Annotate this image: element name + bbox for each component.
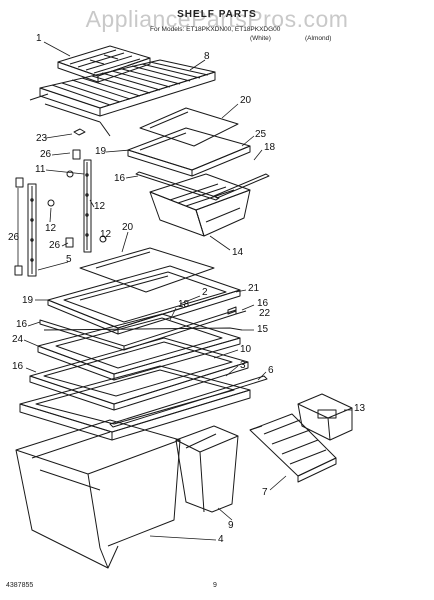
crisper-frame bbox=[19, 365, 251, 441]
callout-18-upper: 18 bbox=[264, 142, 276, 153]
callout-12-left: 12 bbox=[45, 223, 57, 234]
callout-20-upper: 20 bbox=[240, 95, 252, 106]
callout-16-lower: 16 bbox=[12, 361, 24, 372]
callout-9: 9 bbox=[228, 520, 234, 531]
callout-26-left: 26 bbox=[8, 232, 20, 243]
screw-part-12-c bbox=[66, 170, 74, 178]
bracket-part-26-left-top bbox=[15, 177, 24, 188]
bracket-part-26-top bbox=[72, 149, 81, 160]
callout-6: 6 bbox=[268, 365, 274, 376]
crisper-cover-frame-part-24 bbox=[37, 313, 241, 381]
screw-part-12-b bbox=[99, 235, 107, 243]
callout-25: 25 bbox=[255, 129, 267, 140]
bracket-part-26-left-bottom bbox=[14, 265, 23, 276]
callout-22: 22 bbox=[259, 308, 271, 319]
callout-1: 1 bbox=[36, 33, 42, 44]
callout-8: 8 bbox=[204, 51, 210, 62]
diagram-title: SHELF PARTS bbox=[177, 9, 257, 20]
model-list: For Models: ET18PKXDN00, ET18PKXDG00 bbox=[150, 26, 281, 33]
rail-part-16-upper bbox=[135, 171, 220, 201]
clip-part-23 bbox=[73, 128, 86, 136]
callout-24: 24 bbox=[12, 334, 24, 345]
callout-11: 11 bbox=[35, 164, 46, 175]
callout-15: 15 bbox=[257, 324, 269, 335]
document-number: 4387855 bbox=[6, 582, 34, 589]
callout-20-lower: 20 bbox=[122, 222, 134, 233]
shelf-rail-part-5 bbox=[27, 183, 37, 277]
glass-part-2 bbox=[63, 271, 227, 323]
door-bin-part-13 bbox=[297, 393, 353, 441]
callout-12-rail: 12 bbox=[94, 201, 106, 212]
callout-23: 23 bbox=[36, 133, 48, 144]
callout-10: 10 bbox=[240, 344, 252, 355]
screw-part-12-a bbox=[47, 199, 55, 207]
callout-16-upper: 16 bbox=[114, 173, 126, 184]
rail-part-6 bbox=[109, 375, 268, 428]
callout-12-right: 12 bbox=[100, 229, 112, 240]
callout-26-mid: 26 bbox=[49, 240, 61, 251]
shelf-rail-part-11 bbox=[83, 159, 92, 253]
callout-19-upper: 19 bbox=[95, 146, 107, 157]
rail-part-18-upper bbox=[213, 173, 270, 199]
color-white: (White) bbox=[250, 35, 271, 42]
watermark: AppliancePartsPros.com bbox=[85, 6, 349, 32]
callout-7: 7 bbox=[262, 487, 268, 498]
trim-part-16-right bbox=[227, 306, 237, 315]
bracket-part-26-mid bbox=[65, 237, 74, 248]
callout-16-right: 16 bbox=[257, 298, 269, 309]
leader-lines bbox=[17, 41, 352, 541]
rail-part-15 bbox=[43, 327, 243, 331]
callout-26-top: 26 bbox=[40, 149, 52, 160]
wire-shelf-part-8 bbox=[29, 59, 216, 137]
shelf-frame-part-25 bbox=[127, 127, 251, 177]
callout-18-lower: 18 bbox=[178, 299, 190, 310]
callout-13: 13 bbox=[354, 403, 366, 414]
callout-21: 21 bbox=[248, 283, 260, 294]
egg-tray-part-1 bbox=[57, 45, 151, 83]
callout-14: 14 bbox=[232, 247, 244, 258]
callout-3: 3 bbox=[240, 360, 246, 371]
page-number: 9 bbox=[213, 582, 217, 589]
deli-drawer-part-14 bbox=[149, 173, 251, 237]
callout-5: 5 bbox=[66, 254, 72, 265]
callout-16-left: 16 bbox=[16, 319, 28, 330]
trim-part-22 bbox=[235, 310, 247, 315]
crisper-bin-part-9 bbox=[175, 425, 239, 513]
color-almond: (Almond) bbox=[305, 35, 332, 42]
crisper-control-part-7 bbox=[249, 413, 337, 483]
shelf-frame-part-21 bbox=[47, 265, 241, 335]
crisper-bin-part-4 bbox=[15, 419, 181, 569]
glass-shelf-part-20-upper bbox=[139, 107, 239, 147]
callout-2: 2 bbox=[202, 287, 208, 298]
callout-19-lower: 19 bbox=[22, 295, 34, 306]
callout-4: 4 bbox=[218, 534, 224, 545]
